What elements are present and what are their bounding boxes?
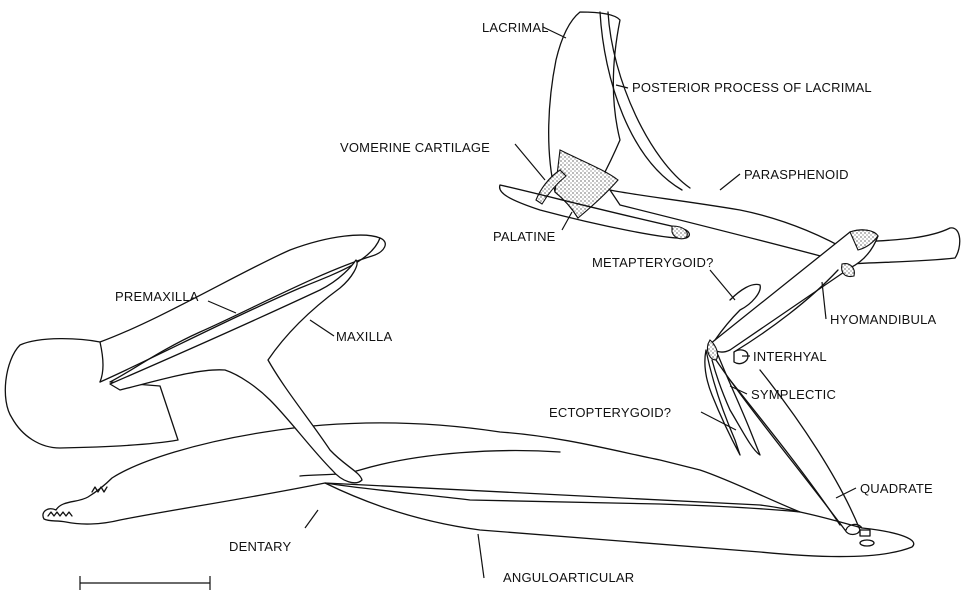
label-metapterygoid: METAPTERYGOID? <box>592 255 714 270</box>
premaxilla-bone <box>5 235 385 448</box>
label-dentary: DENTARY <box>229 539 291 554</box>
label-premaxilla: PREMAXILLA <box>115 289 199 304</box>
parasphenoid-bone <box>610 190 960 264</box>
label-posterior-process-of-lacrimal: POSTERIOR PROCESS OF LACRIMAL <box>632 80 872 95</box>
label-hyomandibula: HYOMANDIBULA <box>830 312 937 327</box>
label-symplectic: SYMPLECTIC <box>751 387 836 402</box>
interhyal-bone <box>734 350 748 364</box>
label-vomerine-cartilage: VOMERINE CARTILAGE <box>340 140 490 155</box>
dentary-bone <box>43 423 800 524</box>
label-interhyal: INTERHYAL <box>753 349 827 364</box>
label-anguloarticular: ANGULOARTICULAR <box>503 570 634 585</box>
hyomandibula-bone <box>710 230 878 352</box>
label-parasphenoid: PARASPHENOID <box>744 167 849 182</box>
lacrimal-bone <box>549 12 690 218</box>
label-lacrimal: LACRIMAL <box>482 20 549 35</box>
label-quadrate: QUADRATE <box>860 481 933 496</box>
label-ectopterygoid: ECTOPTERYGOID? <box>549 405 671 420</box>
scale-bar <box>80 576 210 590</box>
label-palatine: PALATINE <box>493 229 556 244</box>
jaw-joint-fragments <box>860 530 874 546</box>
label-maxilla: MAXILLA <box>336 329 392 344</box>
